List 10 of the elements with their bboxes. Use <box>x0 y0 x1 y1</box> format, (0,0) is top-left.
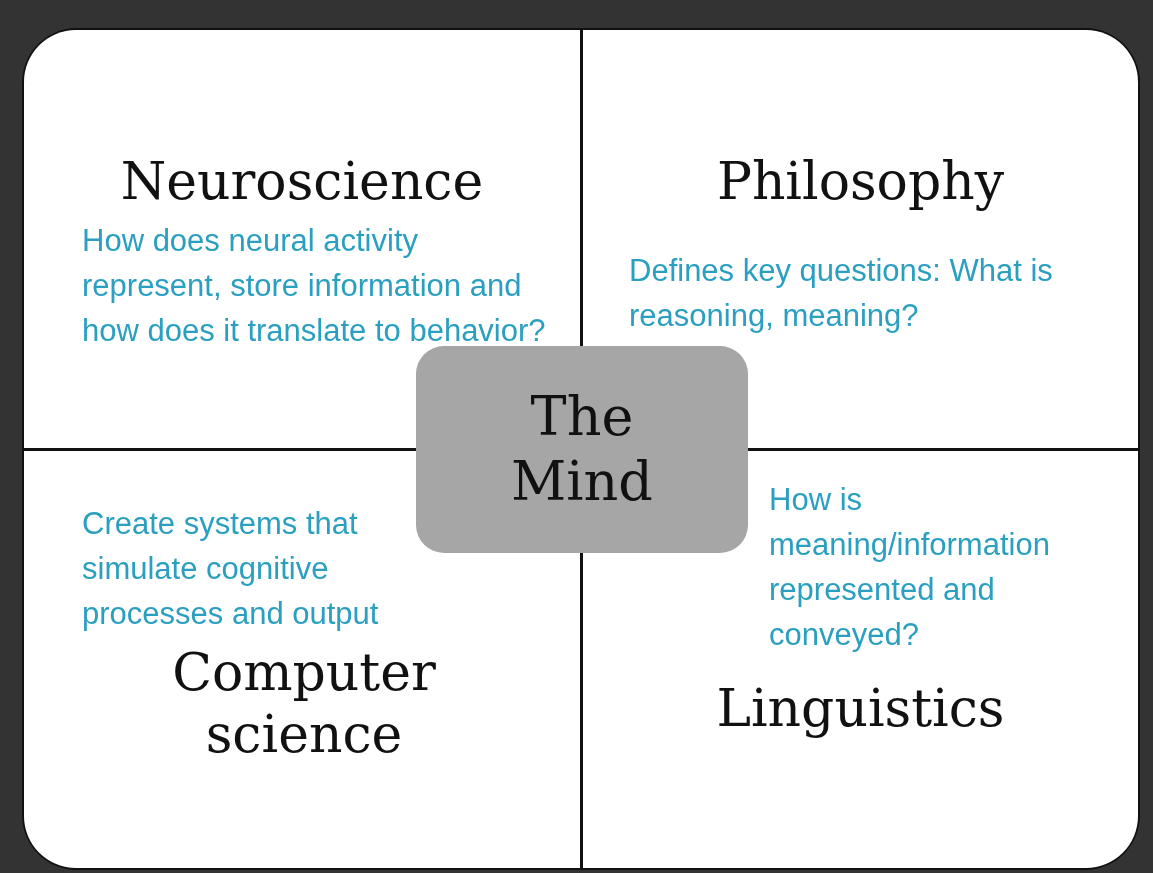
field-heading: Computer science <box>171 641 437 766</box>
field-description: How does neural activity represent, store information and how does it translate to behavior? <box>82 222 547 350</box>
field-heading: Neuroscience <box>119 150 485 213</box>
field-heading: Linguistics <box>715 677 1006 740</box>
field-description: Defines key questions: What is reasoning, meaning? <box>629 252 1054 335</box>
field-description: Create systems that simulate cognitive processes and output <box>82 505 380 633</box>
field-description: How is meaning/information represented and conveyed? <box>769 481 1051 654</box>
center-title: The Mind <box>510 384 654 515</box>
field-heading: Philosophy <box>715 150 1006 213</box>
center-box <box>416 346 748 553</box>
